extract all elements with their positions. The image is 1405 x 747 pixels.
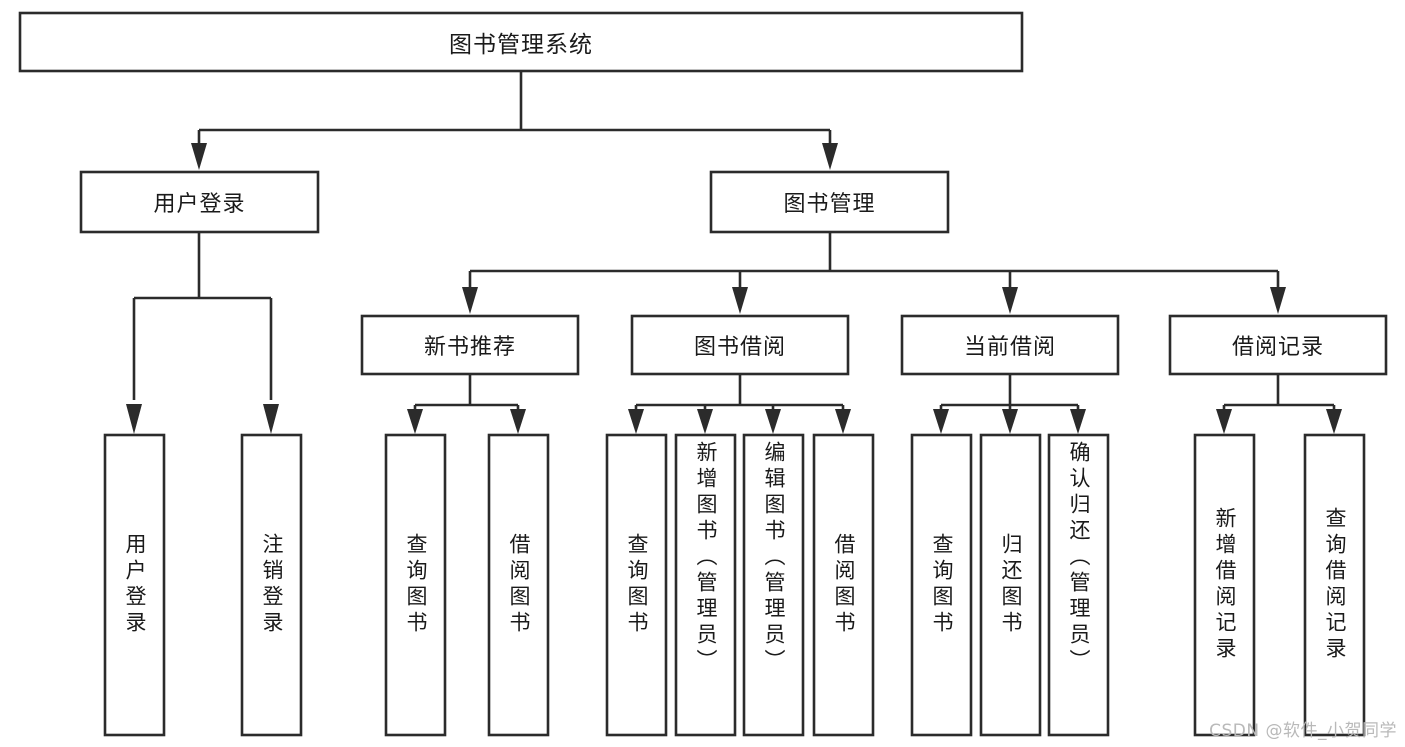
node-box-book-mgmt[interactable] bbox=[709, 170, 950, 234]
node-box-root[interactable] bbox=[18, 11, 1024, 73]
node-box-current-borrow[interactable] bbox=[900, 314, 1120, 376]
node-box-leaf-add-book[interactable] bbox=[674, 433, 737, 737]
node-box-leaf-query-book-b[interactable] bbox=[605, 433, 668, 737]
arrow-head-leaf-borrow-book-b bbox=[835, 409, 851, 434]
node-box-leaf-query-book-c[interactable] bbox=[910, 433, 973, 737]
node-box-leaf-confirm-return[interactable] bbox=[1047, 433, 1110, 737]
node-box-leaf-query-record[interactable] bbox=[1303, 433, 1366, 737]
arrow-head-leaf-return-book bbox=[1002, 409, 1018, 434]
arrow-head-book-borrow bbox=[732, 287, 748, 314]
arrow-head-leaf-query-book-a bbox=[407, 409, 423, 434]
node-box-leaf-query-book-a[interactable] bbox=[384, 433, 447, 737]
arrow-head-borrow-record bbox=[1270, 287, 1286, 314]
node-box-book-borrow[interactable] bbox=[630, 314, 850, 376]
node-box-leaf-borrow-book-a[interactable] bbox=[487, 433, 550, 737]
arrow-head-current-borrow bbox=[1002, 287, 1018, 314]
node-box-leaf-logout[interactable] bbox=[240, 433, 303, 737]
arrow-head-leaf-logout bbox=[263, 404, 279, 434]
node-box-leaf-edit-book[interactable] bbox=[742, 433, 805, 737]
node-box-leaf-user-login[interactable] bbox=[103, 433, 166, 737]
node-box-leaf-return-book[interactable] bbox=[979, 433, 1042, 737]
node-box-borrow-record[interactable] bbox=[1168, 314, 1388, 376]
arrow-head-leaf-borrow-book-a bbox=[510, 409, 526, 434]
arrow-head-book-mgmt bbox=[822, 143, 838, 170]
arrow-head-leaf-edit-book bbox=[765, 409, 781, 434]
arrow-head-leaf-confirm-return bbox=[1070, 409, 1086, 434]
arrow-head-leaf-query-book-b bbox=[628, 409, 644, 434]
arrow-head-leaf-user-login bbox=[126, 404, 142, 434]
arrow-head-user-login bbox=[191, 143, 207, 170]
node-box-new-book-rec[interactable] bbox=[360, 314, 580, 376]
connector-layer bbox=[126, 72, 1342, 434]
arrow-head-new-book-rec bbox=[462, 287, 478, 314]
node-layer bbox=[18, 11, 1388, 737]
arrow-head-leaf-query-record bbox=[1326, 409, 1342, 434]
arrow-head-leaf-add-record bbox=[1216, 409, 1232, 434]
arrow-head-leaf-add-book bbox=[697, 409, 713, 434]
arrow-head-leaf-query-book-c bbox=[933, 409, 949, 434]
node-box-leaf-borrow-book-b[interactable] bbox=[812, 433, 875, 737]
node-box-user-login[interactable] bbox=[79, 170, 320, 234]
node-box-leaf-add-record[interactable] bbox=[1193, 433, 1256, 737]
